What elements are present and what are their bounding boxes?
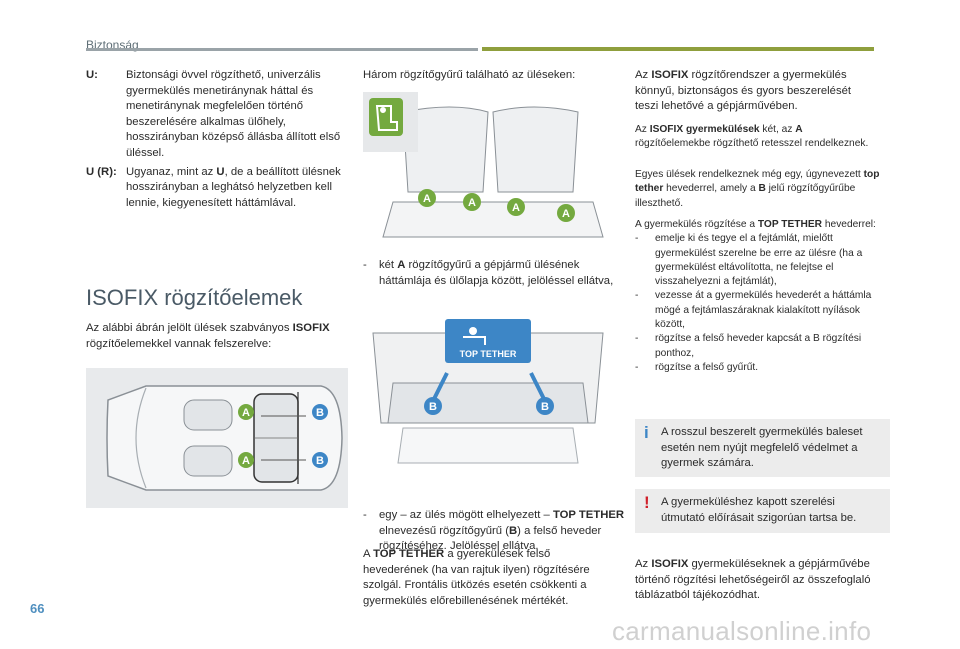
seat-definitions: U: Biztonsági övvel rögzíthető, univerzá…: [86, 68, 346, 214]
anchor-b-label: B: [316, 407, 324, 419]
header-divider-green: [482, 47, 874, 51]
top-tether-strap-info: Egyes ülések rendelkeznek még egy, úgyne…: [635, 169, 880, 209]
anchor-a-label: A: [423, 193, 431, 205]
isofix-seat-icon: [369, 98, 403, 136]
definition-u: U: Biztonsági övvel rögzíthető, univerzá…: [86, 68, 346, 162]
anchor-a-label: A: [242, 407, 250, 419]
page-number: 66: [30, 601, 45, 616]
rear-seat-isofix-illustration: A A A A: [363, 92, 613, 242]
car-top-view-illustration: A A B B: [86, 368, 348, 508]
definition-term: U:: [86, 69, 98, 81]
list-item: -emelje ki és tegye el a fejtámlát, miel…: [635, 233, 863, 288]
info-icon: i: [644, 423, 649, 442]
anchor-b-label: B: [429, 401, 437, 413]
section-title: ISOFIX rögzítőelemek: [86, 285, 303, 310]
anchor-b-label: B: [316, 455, 324, 467]
watermark: carmanualsonline.info: [612, 616, 872, 646]
list-item: -vezesse át a gyermekülés hevederét a há…: [635, 290, 872, 331]
header-divider-gray: [86, 48, 478, 51]
anchor-a-label: A: [562, 208, 570, 220]
definition-ur: U (R): Ugyanaz, mint az U, de a beállíto…: [86, 165, 341, 209]
bullet-anchor-a: - két A rögzítőgyűrű a gépjármű ülésének…: [363, 259, 614, 287]
steps-intro: A gyermekülés rögzítése a TOP TETHER hev…: [635, 219, 876, 230]
anchor-b-label: B: [541, 401, 549, 413]
section-intro: Az alábbi ábrán jelölt ülések szabványos…: [86, 322, 330, 350]
summary-table-reference: Az ISOFIX gyermeküléseknek a gépjárművéb…: [635, 558, 871, 602]
info-note: i A rosszul beszerelt gyermekülés balese…: [635, 419, 890, 477]
anchor-a-label: A: [242, 455, 250, 467]
anchor-a-label: A: [468, 197, 476, 209]
anchor-rings-intro: Három rögzítőgyűrű található az üléseken…: [363, 69, 576, 81]
isofix-system-intro: Az ISOFIX rögzítőrendszer a gyermekülés …: [635, 69, 852, 113]
isofix-seat-latches: Az ISOFIX gyermekülések két, az A rögzít…: [635, 124, 869, 150]
definition-term: U (R):: [86, 165, 117, 178]
top-tether-illustration: TOP TETHER B B: [363, 313, 613, 465]
list-item: -rögzítse a felső heveder kapcsát a B rö…: [635, 333, 862, 359]
warning-note: ! A gyermeküléshez kapott szerelési útmu…: [635, 489, 890, 533]
top-tether-sign: TOP TETHER: [445, 319, 531, 363]
anchor-a-label: A: [512, 202, 520, 214]
top-tether-description: A TOP TETHER a gyerekülések felső hevede…: [363, 548, 590, 607]
top-tether-sign-text: TOP TETHER: [460, 349, 517, 359]
definition-text: Biztonsági övvel rögzíthető, univerzális…: [126, 69, 341, 159]
bullet-anchor-b: - egy – az ülés mögött elhelyezett – TOP…: [363, 509, 625, 553]
warning-icon: !: [644, 493, 650, 512]
tether-installation-steps: A gyermekülés rögzítése a TOP TETHER hev…: [635, 218, 880, 375]
list-item: -rögzítse a felső gyűrűt.: [635, 361, 759, 373]
